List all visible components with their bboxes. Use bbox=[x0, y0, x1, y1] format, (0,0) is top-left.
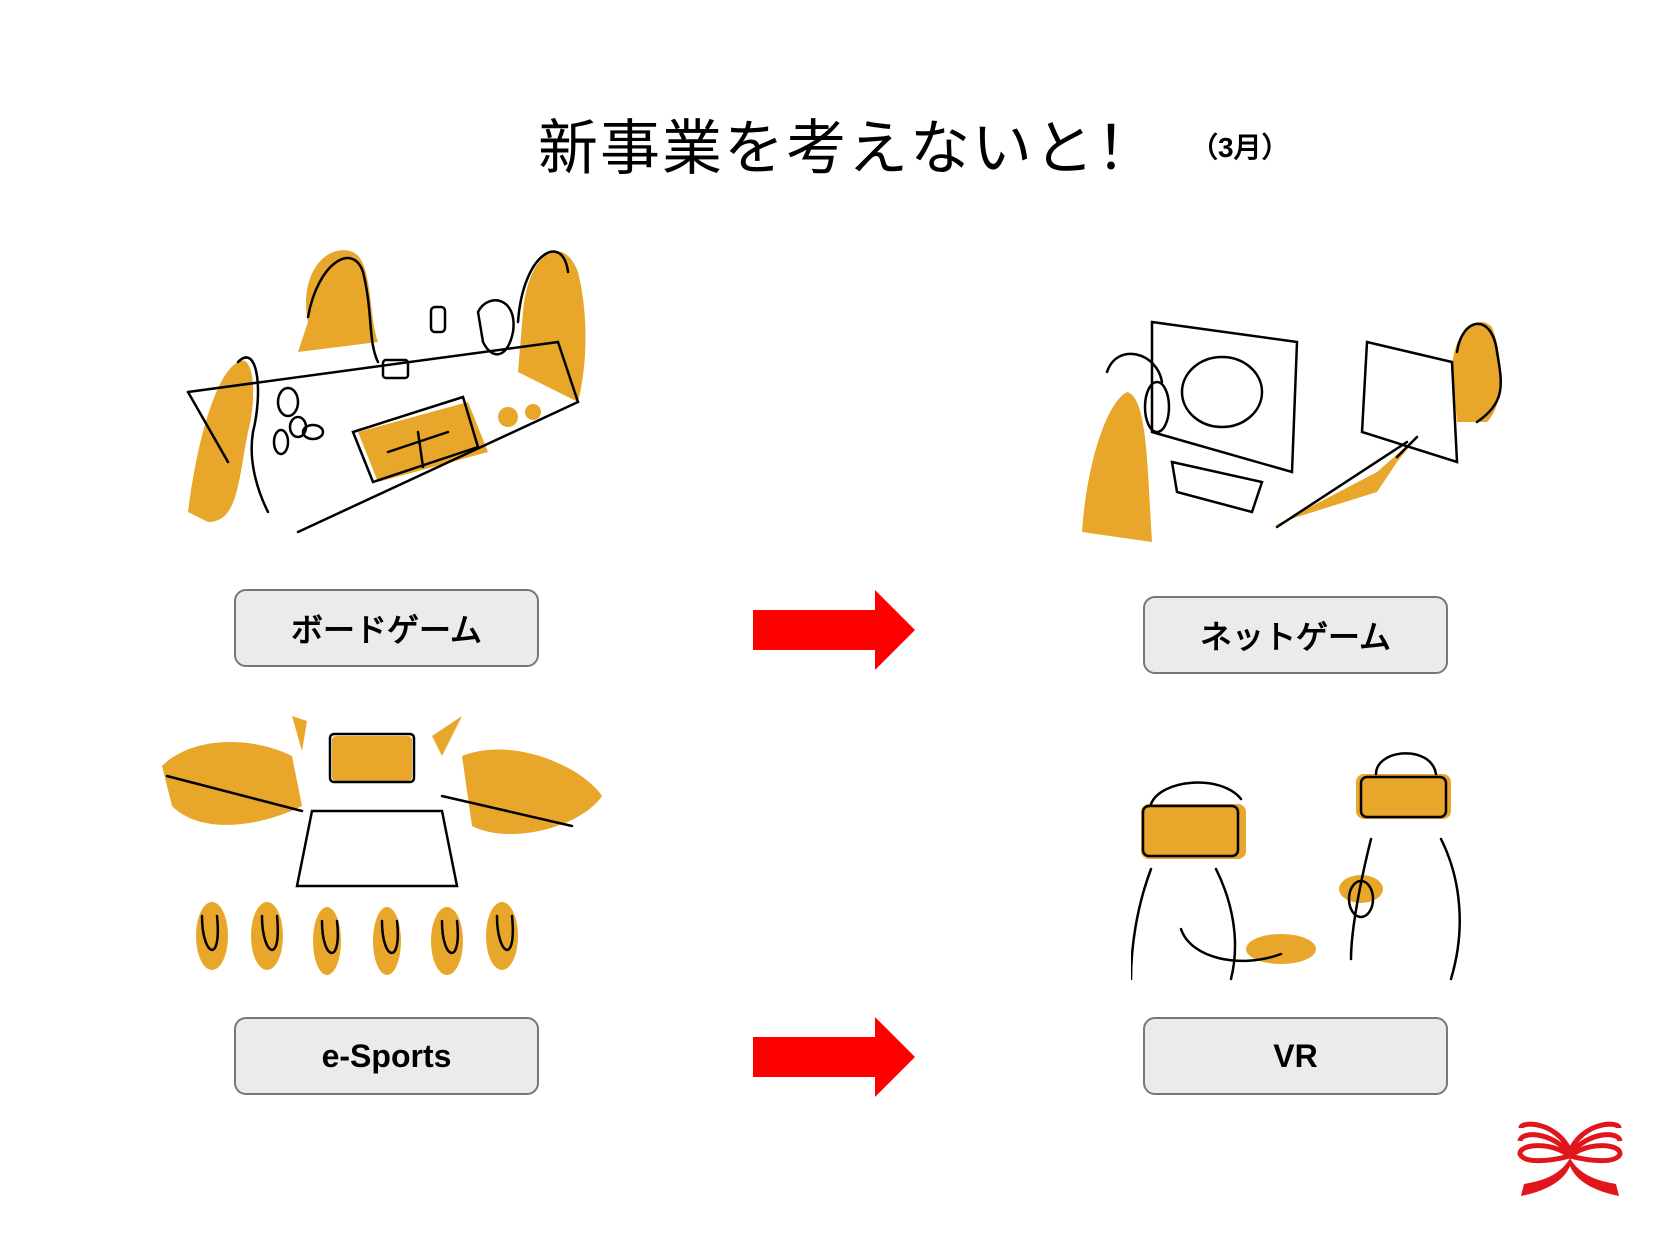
bow-logo-icon bbox=[1517, 1121, 1623, 1196]
slide-title: 新事業を考えないと！ bbox=[538, 115, 1158, 182]
esports-text: e-Sports bbox=[321, 1037, 452, 1074]
vr-illustration bbox=[1131, 752, 1461, 981]
net-game-label: ネットゲーム bbox=[1143, 596, 1448, 674]
board-game-label: ボードゲーム bbox=[234, 589, 539, 667]
arrow-right-icon bbox=[753, 1017, 915, 1097]
slide-month: （3月） bbox=[1190, 132, 1290, 163]
net-game-text: ネットゲーム bbox=[1199, 619, 1392, 655]
board-game-text: ボードゲーム bbox=[290, 612, 483, 648]
vr-text: VR bbox=[1273, 1037, 1318, 1074]
board-game-illustration bbox=[186, 250, 586, 534]
esports-illustration bbox=[162, 716, 602, 975]
net-game-illustration bbox=[1082, 320, 1503, 542]
vr-label: VR bbox=[1143, 1017, 1448, 1095]
esports-label: e-Sports bbox=[234, 1017, 539, 1095]
arrow-right-icon bbox=[753, 590, 915, 670]
